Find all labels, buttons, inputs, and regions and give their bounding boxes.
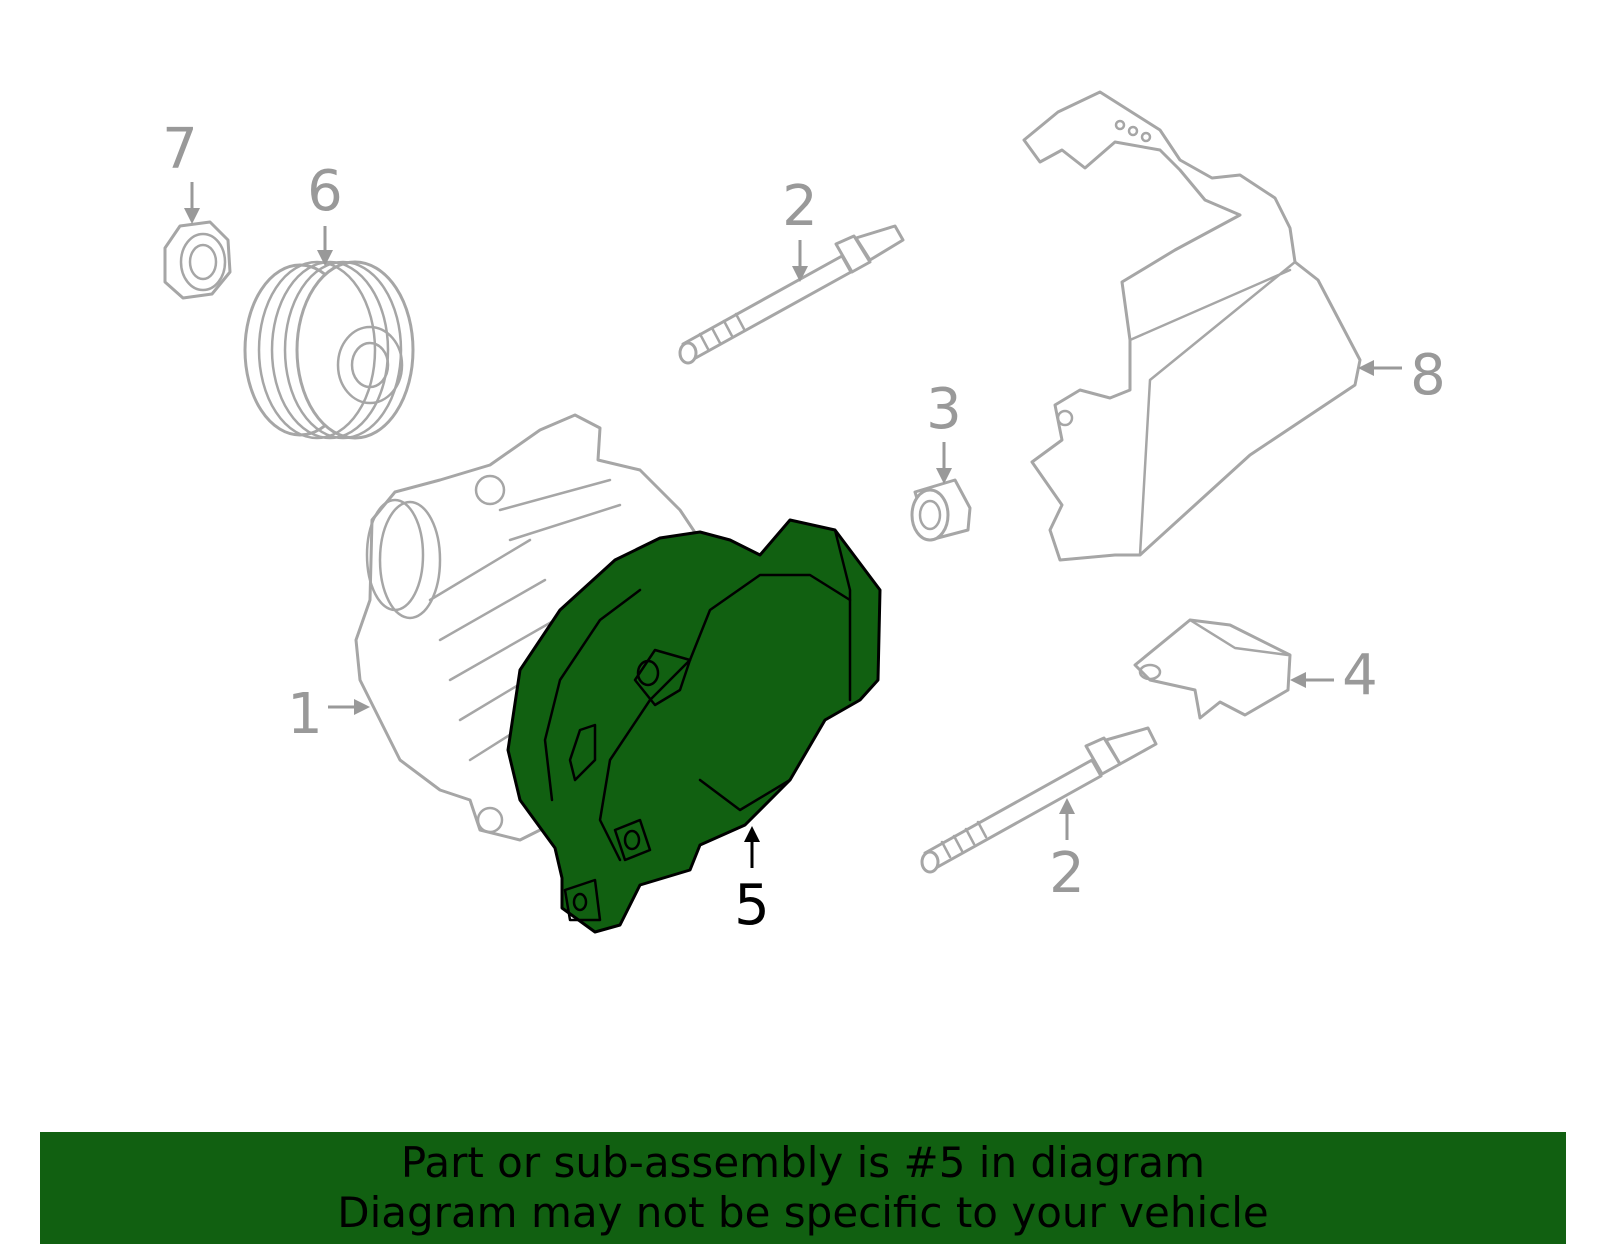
callout-5: 5 — [734, 826, 770, 938]
callout-label-4: 4 — [1342, 643, 1378, 708]
callout-label-7: 7 — [162, 117, 198, 182]
part-6-pulley[interactable] — [243, 260, 415, 440]
callout-label-6: 6 — [307, 159, 343, 224]
callout-2-top: 2 — [782, 174, 818, 282]
part-8-shield[interactable] — [1022, 90, 1362, 562]
callout-1: 1 — [287, 682, 370, 747]
banner-line-2: Diagram may not be specific to your vehi… — [337, 1188, 1269, 1237]
part-1-alternator[interactable] — [354, 413, 702, 842]
part-5-rear-cover[interactable] — [506, 518, 882, 934]
callout-label-8: 8 — [1410, 343, 1446, 408]
callout-6: 6 — [307, 159, 343, 266]
part-2-bolt-top[interactable] — [678, 224, 905, 365]
info-banner: Part or sub-assembly is #5 in diagram Di… — [40, 1132, 1566, 1244]
callout-label-5: 5 — [734, 873, 770, 938]
callout-label-1: 1 — [287, 682, 323, 747]
part-3-bushing[interactable] — [910, 478, 972, 542]
callout-4: 4 — [1290, 643, 1378, 708]
callout-7: 7 — [162, 117, 200, 224]
banner-line-1: Part or sub-assembly is #5 in diagram — [400, 1138, 1206, 1187]
callout-label-3: 3 — [926, 377, 962, 442]
callout-3: 3 — [926, 377, 962, 484]
callout-2-bottom: 2 — [1049, 798, 1085, 906]
part-2-bolt-bottom[interactable] — [920, 726, 1158, 874]
callout-8: 8 — [1358, 343, 1446, 408]
part-7-nut[interactable] — [163, 220, 232, 300]
callout-label-2-top: 2 — [782, 174, 818, 239]
callout-label-2-bottom: 2 — [1049, 841, 1085, 906]
part-4-bracket[interactable] — [1133, 618, 1292, 720]
